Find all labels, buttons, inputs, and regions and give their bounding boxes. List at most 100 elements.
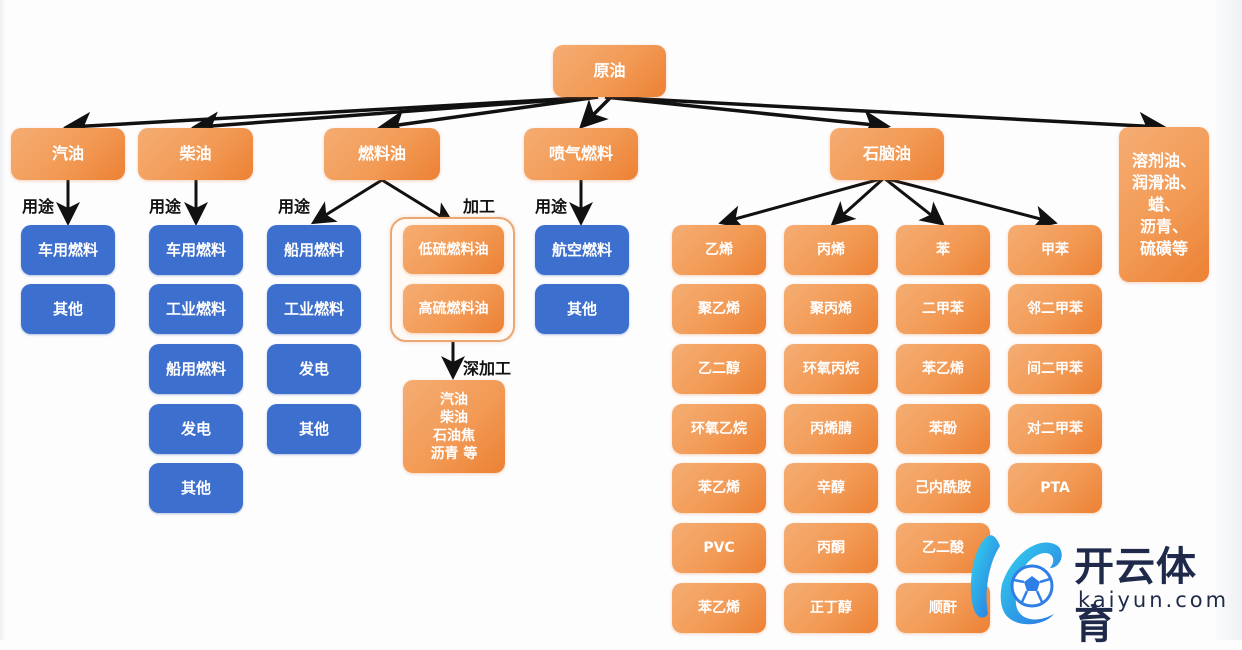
naphtha-column-head: 苯 — [896, 225, 990, 275]
node-label: 高硫燃料油 — [418, 300, 489, 317]
watermark-url: kaiyun.com — [1078, 588, 1230, 612]
node-label: 航空燃料 — [551, 241, 612, 259]
naphtha-derivative: 苯乙烯 — [896, 344, 990, 394]
node-fuel-oil: 燃料油 — [324, 128, 440, 180]
node-label: 乙二醇 — [698, 361, 740, 377]
node-label: 甲苯 — [1041, 242, 1069, 258]
node-label: 乙烯 — [705, 242, 733, 258]
diesel-use-1: 工业燃料 — [149, 284, 243, 334]
arrow-root-to-diesel — [191, 95, 599, 140]
node-label: 其他 — [52, 300, 83, 318]
node-label: 工业燃料 — [165, 300, 226, 318]
kaiyun-logo-icon — [970, 535, 1062, 625]
arrow-naphtha-to-propylene — [830, 176, 886, 227]
node-label: 船用燃料 — [283, 241, 344, 259]
node-label: 乙二酸 — [922, 540, 964, 556]
node-naphtha: 石脑油 — [830, 128, 944, 180]
naphtha-derivative: 聚丙烯 — [784, 284, 878, 334]
arrow-fuel-oil-process — [381, 178, 456, 226]
node-label: 汽油 柴油 石油焦 沥青 等 — [430, 391, 478, 462]
naphtha-derivative: 苯乙烯 — [672, 583, 766, 633]
naphtha-derivative: 环氧丙烷 — [784, 344, 878, 394]
jet-fuel-use-1: 其他 — [535, 284, 629, 334]
fuel-oil-processed-0: 低硫燃料油 — [403, 225, 504, 274]
naphtha-derivative: 环氧乙烷 — [672, 404, 766, 454]
node-gasoline: 汽油 — [11, 128, 125, 180]
node-label: 环氧丙烷 — [803, 361, 859, 377]
label-deep-process: 深加工 — [463, 359, 512, 378]
fuel-oil-deep-products: 汽油 柴油 石油焦 沥青 等 — [403, 380, 505, 473]
arrow-naphtha-to-toluene — [883, 176, 1058, 230]
fuel-oil-processed-1: 高硫燃料油 — [403, 284, 504, 333]
node-label: 丙烯腈 — [810, 421, 852, 437]
node-label: 顺酐 — [929, 600, 957, 616]
node-label: 其他 — [566, 300, 597, 318]
fuel-oil-use-3: 其他 — [267, 404, 361, 454]
diesel-use-3: 发电 — [149, 404, 243, 454]
naphtha-derivative: 苯乙烯 — [672, 463, 766, 513]
node-label: 邻二甲苯 — [1027, 301, 1083, 317]
naphtha-derivative: 丙烯腈 — [784, 404, 878, 454]
node-label: 苯酚 — [929, 421, 957, 437]
node-label: 环氧乙烷 — [691, 421, 747, 437]
naphtha-derivative: 苯酚 — [896, 404, 990, 454]
node-label: 聚丙烯 — [810, 301, 852, 317]
node-label: 二甲苯 — [922, 301, 964, 317]
node-label: 燃料油 — [357, 144, 406, 163]
node-label: 苯乙烯 — [922, 361, 964, 377]
node-label: 苯 — [936, 242, 950, 258]
node-label: 喷气燃料 — [548, 144, 613, 163]
naphtha-derivative: 邻二甲苯 — [1008, 284, 1102, 334]
node-label: 其他 — [180, 479, 211, 497]
naphtha-derivative: 间二甲苯 — [1008, 344, 1102, 394]
diesel-use-4: 其他 — [149, 463, 243, 513]
naphtha-column-head: 丙烯 — [784, 225, 878, 275]
arrow-root-to-naphtha — [604, 95, 891, 138]
label-use-jet-fuel: 用途 — [535, 197, 568, 216]
node-label: 间二甲苯 — [1027, 361, 1083, 377]
node-label: 发电 — [298, 360, 329, 378]
arrow-naphtha-to-benzene — [883, 176, 945, 226]
naphtha-derivative: PVC — [672, 523, 766, 573]
naphtha-column-head: 乙烯 — [672, 225, 766, 275]
node-label: 对二甲苯 — [1027, 421, 1083, 437]
label-use-fuel-oil: 用途 — [278, 197, 311, 216]
node-other-products: 溶剂油、 润滑油、 蜡、 沥青、 硫磺等 — [1119, 127, 1209, 282]
naphtha-derivative: 丙酮 — [784, 523, 878, 573]
label-process-fuel-oil: 加工 — [463, 197, 496, 216]
diesel-use-2: 船用燃料 — [149, 344, 243, 394]
gasoline-use-1: 其他 — [21, 284, 115, 334]
arrow-root-to-others — [604, 95, 1167, 140]
node-label: 原油 — [593, 61, 626, 80]
gasoline-use-0: 车用燃料 — [21, 225, 115, 275]
node-label: 船用燃料 — [165, 360, 226, 378]
node-label: 正丁醇 — [810, 600, 852, 616]
node-label: 聚乙烯 — [698, 301, 740, 317]
node-label: 发电 — [180, 420, 211, 438]
naphtha-derivative: 辛醇 — [784, 463, 878, 513]
node-label: 苯乙烯 — [698, 600, 740, 616]
node-label: 己内酰胺 — [915, 480, 971, 496]
left-edge-shade — [0, 0, 6, 640]
fuel-oil-use-2: 发电 — [267, 344, 361, 394]
naphtha-derivative: 聚乙烯 — [672, 284, 766, 334]
node-label: 辛醇 — [817, 480, 845, 496]
fuel-oil-use-0: 船用燃料 — [267, 225, 361, 275]
node-jet-fuel: 喷气燃料 — [524, 128, 638, 180]
node-label: 车用燃料 — [165, 241, 226, 259]
node-label: PVC — [703, 540, 735, 556]
node-label: PTA — [1040, 480, 1070, 496]
naphtha-column-head: 甲苯 — [1008, 225, 1102, 275]
jet-fuel-use-0: 航空燃料 — [535, 225, 629, 275]
node-label: 汽油 — [51, 144, 84, 163]
right-edge-shade — [1212, 0, 1242, 640]
node-diesel: 柴油 — [138, 128, 253, 180]
node-label: 车用燃料 — [37, 241, 98, 259]
naphtha-derivative: 正丁醇 — [784, 583, 878, 633]
naphtha-derivative: 对二甲苯 — [1008, 404, 1102, 454]
node-label: 工业燃料 — [283, 300, 344, 318]
naphtha-derivative: PTA — [1008, 463, 1102, 513]
naphtha-derivative: 乙二醇 — [672, 344, 766, 394]
node-label: 丙酮 — [817, 540, 845, 556]
